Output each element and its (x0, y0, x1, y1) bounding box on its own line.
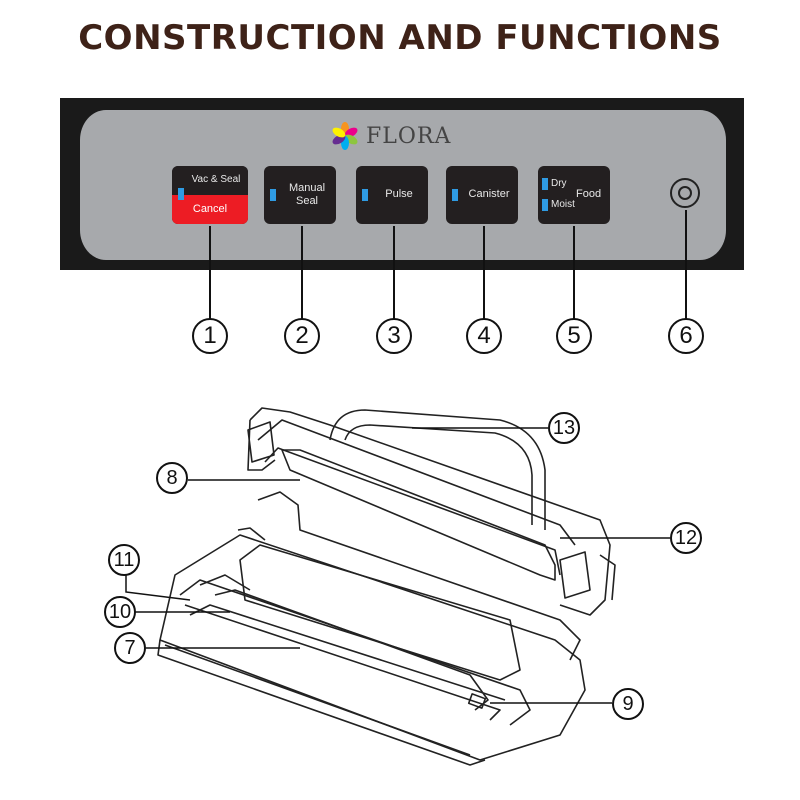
manual-label: Manual (288, 182, 326, 194)
brand-logo: FLORA (330, 118, 451, 154)
callout-11: 11 (108, 544, 140, 576)
callout-8: 8 (156, 462, 188, 494)
vac-seal-cancel-button[interactable]: Vac & Seal Cancel (172, 166, 248, 224)
flower-logo-icon (332, 122, 358, 150)
manual-seal-button[interactable]: Manual Seal (264, 166, 336, 224)
vac-seal-label: Vac & Seal (191, 174, 241, 185)
led-dry (542, 178, 548, 190)
power-icon[interactable] (670, 178, 700, 208)
callout-7: 7 (114, 632, 146, 664)
moist-label: Moist (551, 199, 575, 210)
seal-label: Seal (295, 195, 319, 207)
dry-label: Dry (551, 178, 567, 189)
panel-leader-lines (209, 210, 687, 320)
pulse-label: Pulse (385, 188, 413, 200)
led-indicator (270, 189, 276, 201)
callout-5: 5 (556, 318, 592, 354)
callout-3: 3 (376, 318, 412, 354)
canister-label: Canister (468, 188, 510, 200)
led-indicator (452, 189, 458, 201)
callout-13: 13 (548, 412, 580, 444)
led-moist (542, 199, 548, 211)
food-mode-button[interactable]: Dry Moist Food (538, 166, 610, 224)
vacuum-sealer-drawing (125, 407, 670, 766)
callout-4: 4 (466, 318, 502, 354)
callout-12: 12 (670, 522, 702, 554)
callout-1: 1 (192, 318, 228, 354)
callout-2: 2 (284, 318, 320, 354)
page-title: CONSTRUCTION AND FUNCTIONS (78, 18, 722, 58)
brand-name: FLORA (366, 123, 452, 149)
callout-9: 9 (612, 688, 644, 720)
canister-button[interactable]: Canister (446, 166, 518, 224)
callout-6: 6 (668, 318, 704, 354)
callout-10: 10 (104, 596, 136, 628)
cancel-label: Cancel (192, 203, 228, 215)
food-label: Food (576, 188, 602, 200)
led-indicator (178, 188, 184, 200)
pulse-button[interactable]: Pulse (356, 166, 428, 224)
led-indicator (362, 189, 368, 201)
